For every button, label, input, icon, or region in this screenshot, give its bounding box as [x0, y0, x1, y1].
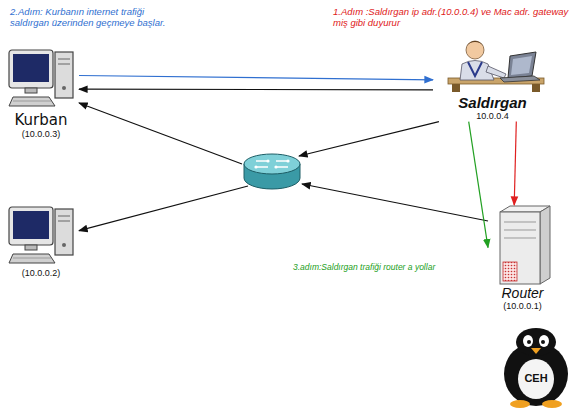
connector-arrow	[302, 184, 488, 221]
computer-node: (10.0.0.2)	[3, 205, 79, 278]
node-name: Kurban	[3, 112, 79, 129]
connector-arrow	[469, 122, 488, 248]
ip-address: (10.0.0.1)	[488, 301, 557, 311]
connector-arrow	[79, 89, 433, 91]
step-note: 1.Adım :Saldırgan ip adr.(10.0.0.4) ve M…	[333, 6, 569, 29]
step-note: 3.adım:Saldırgan trafiği router a yollar	[293, 262, 435, 272]
ceh-logo	[504, 328, 568, 408]
attacker-figure	[448, 41, 544, 92]
ip-address: 10.0.0.4	[433, 111, 552, 121]
connector-arrow	[79, 75, 433, 79]
connector-arrow	[79, 103, 242, 164]
ip-address: (10.0.0.3)	[3, 129, 79, 139]
switch-node	[242, 152, 302, 192]
connector-arrow	[79, 186, 248, 231]
server-icon	[500, 206, 550, 284]
ip-address: (10.0.0.2)	[3, 268, 79, 278]
computer-icon	[9, 207, 73, 263]
connector-arrow	[514, 122, 516, 205]
node-name: Router	[488, 285, 557, 301]
router-node: Router(10.0.0.1)	[488, 205, 557, 311]
computer-icon	[9, 50, 73, 106]
connector-arrow	[299, 122, 439, 156]
logo-text: CEH	[518, 372, 554, 385]
node-name: Saldırgan	[433, 94, 552, 111]
attacker-node: Saldırgan10.0.0.4	[433, 38, 552, 122]
step-note: 2.Adım: Kurbanın internet trafiği saldır…	[10, 6, 182, 29]
computer-node: Kurban(10.0.0.3)	[3, 48, 79, 140]
switch-icon	[242, 152, 302, 192]
